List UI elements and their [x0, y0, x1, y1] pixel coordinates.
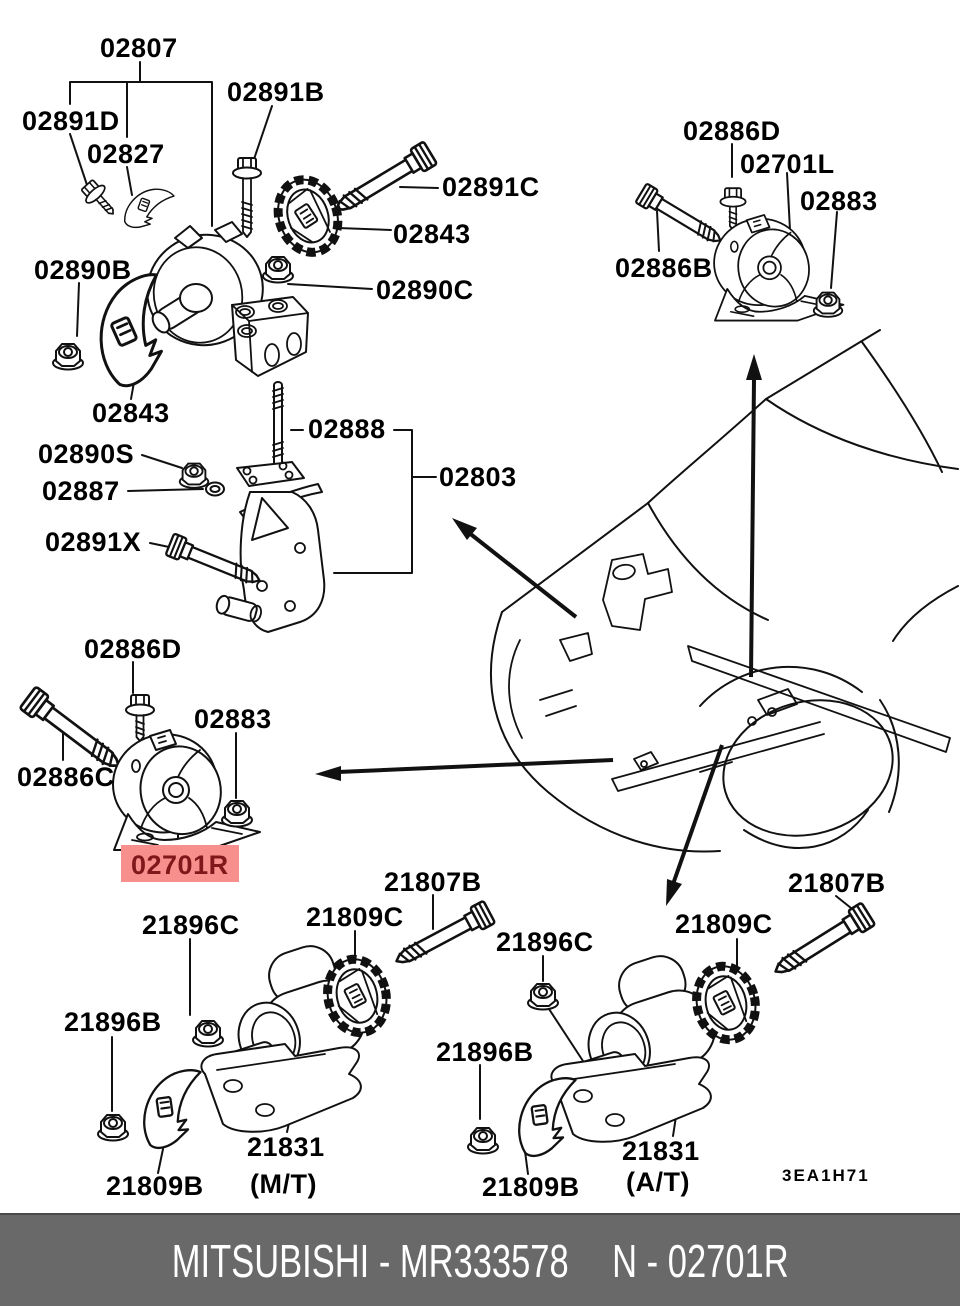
part-label-02891D[interactable]: 02891D: [22, 106, 120, 136]
car-front-outline: [490, 329, 959, 853]
damper-02827: [118, 176, 175, 238]
bolt-21807B-left: [389, 899, 497, 974]
part-label-02803[interactable]: 02803: [439, 462, 517, 492]
front-wheel: [722, 699, 894, 837]
damper-02843-top: [269, 172, 347, 260]
part-label-21896B-right[interactable]: 21896B: [436, 1037, 534, 1067]
part-label-02827[interactable]: 02827: [87, 139, 165, 169]
part-label-21809C-right[interactable]: 21809C: [675, 909, 773, 939]
part-label-21807B-left[interactable]: 21807B: [384, 867, 482, 897]
part-label-21809C-left[interactable]: 21809C: [306, 902, 404, 932]
part-label-21896C-left[interactable]: 21896C: [142, 910, 240, 940]
bolt-02891C: [328, 140, 439, 222]
nut-02890B: [52, 343, 84, 371]
part-label-02843-left[interactable]: 02843: [92, 398, 170, 428]
footer-bar: MITSUBISHI - MR333578 N - 02701R: [0, 1213, 960, 1306]
engine-bay-details: [508, 553, 951, 792]
part-label-21807B-right[interactable]: 21807B: [788, 868, 886, 898]
part-label-02886D-left[interactable]: 02886D: [84, 634, 182, 664]
washer-02887: [205, 481, 225, 497]
part-label-02843-top[interactable]: 02843: [393, 219, 471, 249]
part-label-21896C-right[interactable]: 21896C: [496, 927, 594, 957]
part-label-02887[interactable]: 02887: [42, 476, 120, 506]
part-label-02701R-highlighted[interactable]: 02701R: [131, 850, 229, 880]
part-label-02890S[interactable]: 02890S: [38, 439, 134, 469]
nut-02890C: [262, 256, 294, 284]
part-label-02891X[interactable]: 02891X: [45, 527, 141, 557]
part-label-02701L[interactable]: 02701L: [740, 149, 835, 179]
nut-21896B-left: [97, 1114, 129, 1142]
shield-21809B-left: [138, 1062, 202, 1155]
transmission-mount-21831-at: [547, 944, 725, 1143]
part-labels: 02807 02891D 02827 02891B 02891C 02843 0…: [17, 33, 886, 1202]
nut-02883-right: [812, 291, 844, 318]
bolt-02886D-left: [125, 694, 155, 742]
nut-21896B-right: [467, 1127, 499, 1155]
part-note-mt: (M/T): [250, 1169, 317, 1199]
part-label-21831-at[interactable]: 21831: [622, 1136, 700, 1166]
location-arrows: [315, 354, 762, 906]
part-label-21809B-right[interactable]: 21809B: [482, 1172, 580, 1202]
drawing-code: 3EA1H71: [782, 1166, 870, 1185]
stud-02888: [272, 381, 284, 467]
part-label-02886C[interactable]: 02886C: [17, 762, 115, 792]
part-label-02890C[interactable]: 02890C: [376, 275, 474, 305]
footer-brand-part: MITSUBISHI - MR333578: [171, 1234, 569, 1287]
bolt-02891B: [232, 157, 262, 238]
part-note-at: (A/T): [626, 1167, 690, 1197]
part-label-21896B-left[interactable]: 21896B: [64, 1007, 162, 1037]
nut-21896C-right: [527, 983, 559, 1011]
part-label-02891C[interactable]: 02891C: [442, 172, 540, 202]
part-label-02886B[interactable]: 02886B: [615, 253, 713, 283]
bolt-02886B: [634, 182, 728, 251]
part-label-02886D-right[interactable]: 02886D: [683, 116, 781, 146]
part-label-02883-left[interactable]: 02883: [194, 704, 272, 734]
bolt-21807B-right: [767, 901, 877, 984]
nut-02890S: [178, 462, 210, 489]
highlight-selected-part: [121, 845, 239, 882]
part-label-02888[interactable]: 02888: [308, 414, 386, 444]
nut-21896C-left: [192, 1020, 224, 1048]
parts-diagram: 02807 02891D 02827 02891B 02891C 02843 0…: [17, 33, 959, 1202]
footer-part-ref: N - 02701R: [611, 1234, 789, 1287]
bolt-02891D: [77, 175, 123, 223]
part-label-02807[interactable]: 02807: [100, 33, 178, 63]
part-label-21831-mt[interactable]: 21831: [247, 1132, 325, 1162]
part-label-21809B-left[interactable]: 21809B: [106, 1171, 204, 1201]
bracket-02803: [215, 461, 326, 633]
part-label-02883-right[interactable]: 02883: [800, 186, 878, 216]
part-label-02891B[interactable]: 02891B: [227, 77, 325, 107]
engine-mount-02807: [146, 221, 309, 377]
nut-02883-left: [221, 800, 253, 828]
part-label-02890B[interactable]: 02890B: [34, 255, 132, 285]
